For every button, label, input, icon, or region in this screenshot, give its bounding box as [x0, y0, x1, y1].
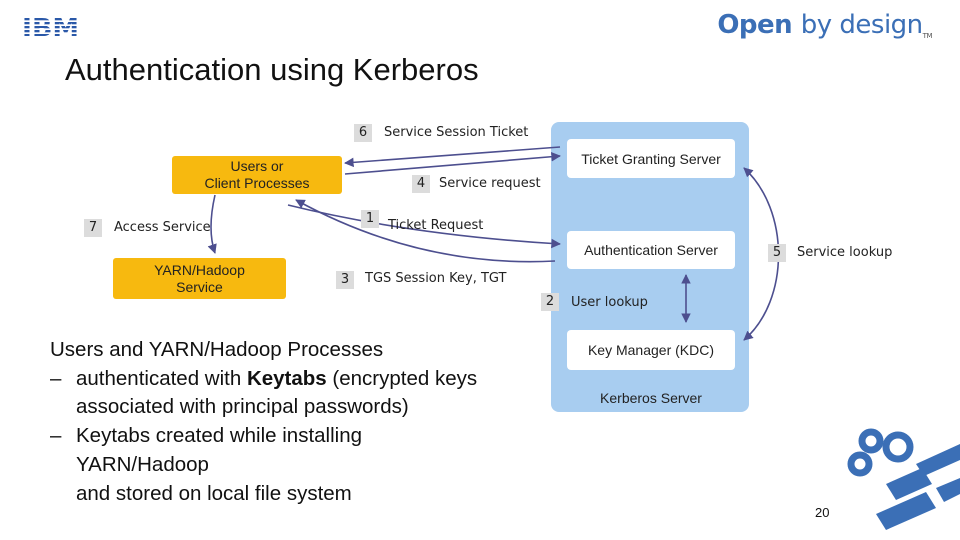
- bullet-item-1-post: (encrypted keys: [326, 366, 478, 390]
- step-6-label: Service Session Ticket: [384, 125, 529, 140]
- step-4-number: 4: [412, 175, 430, 193]
- bullet-item-1-cont: associated with principal passwords): [76, 395, 409, 419]
- arrow-service-request: [344, 151, 561, 175]
- page-title: Authentication using Kerberos: [65, 52, 479, 87]
- step-3-number: 3: [336, 271, 354, 289]
- step-4-label: Service request: [439, 176, 541, 191]
- tgs-label: Ticket Granting Server: [581, 150, 721, 167]
- page-number: 20: [815, 505, 830, 520]
- open-by-design-logo: Open by designTM: [717, 10, 932, 40]
- arrow-tgs-session-key: [295, 199, 556, 263]
- step-5-number: 5: [768, 244, 786, 262]
- arrow-service-session-ticket: [344, 146, 561, 168]
- as-label: Authentication Server: [584, 242, 718, 258]
- kerberos-server-label-area: Kerberos Server: [567, 380, 735, 416]
- step-1-label: Ticket Request: [388, 218, 484, 233]
- users-client-label: Users or Client Processes: [204, 158, 310, 191]
- step-2-number: 2: [541, 293, 559, 311]
- bullet-notes: Users and YARN/Hadoop Processes –authent…: [50, 336, 530, 508]
- users-client-box: Users or Client Processes: [172, 156, 342, 194]
- ticket-granting-server-box: Ticket Granting Server: [567, 139, 735, 178]
- step-3-label: TGS Session Key, TGT: [365, 271, 507, 286]
- bullet-item-2-text: Keytabs created while installing: [76, 424, 363, 448]
- bullet-item-1-pre: authenticated with: [76, 366, 247, 390]
- bullet-item-2-cont-2: and stored on local file system: [76, 481, 352, 505]
- bullet-item-2: –Keytabs created while installing: [50, 422, 530, 451]
- yarn-hadoop-label: YARN/Hadoop Service: [154, 261, 245, 295]
- step-7-number: 7: [84, 219, 102, 237]
- step-2-label: User lookup: [571, 295, 648, 310]
- bullet-item-1-bold: Keytabs: [246, 366, 327, 390]
- step-7-label: Access Service: [114, 220, 211, 235]
- bullet-item-2-cont-1: YARN/Hadoop: [76, 452, 209, 476]
- kerberos-server-label: Kerberos Server: [600, 390, 702, 406]
- ibm-logo: IBM: [22, 14, 79, 40]
- bullet-heading: Users and YARN/Hadoop Processes: [50, 338, 384, 361]
- bullet-dash-1: –: [50, 366, 62, 390]
- yarn-hadoop-box: YARN/Hadoop Service: [113, 258, 286, 299]
- step-5-label: Service lookup: [797, 245, 893, 260]
- bee-mascot-icon: [847, 428, 960, 530]
- step-1-number: 1: [361, 210, 379, 228]
- bullet-dash-2: –: [50, 424, 62, 448]
- key-manager-box: Key Manager (KDC): [567, 330, 735, 370]
- svg-text:IBM: IBM: [22, 14, 79, 40]
- arrow-access-service: [207, 194, 217, 254]
- authentication-server-box: Authentication Server: [567, 231, 735, 269]
- bullet-item-1: –authenticated with Keytabs (encrypted k…: [50, 365, 530, 394]
- kdc-label: Key Manager (KDC): [587, 342, 715, 358]
- step-6-number: 6: [354, 124, 372, 142]
